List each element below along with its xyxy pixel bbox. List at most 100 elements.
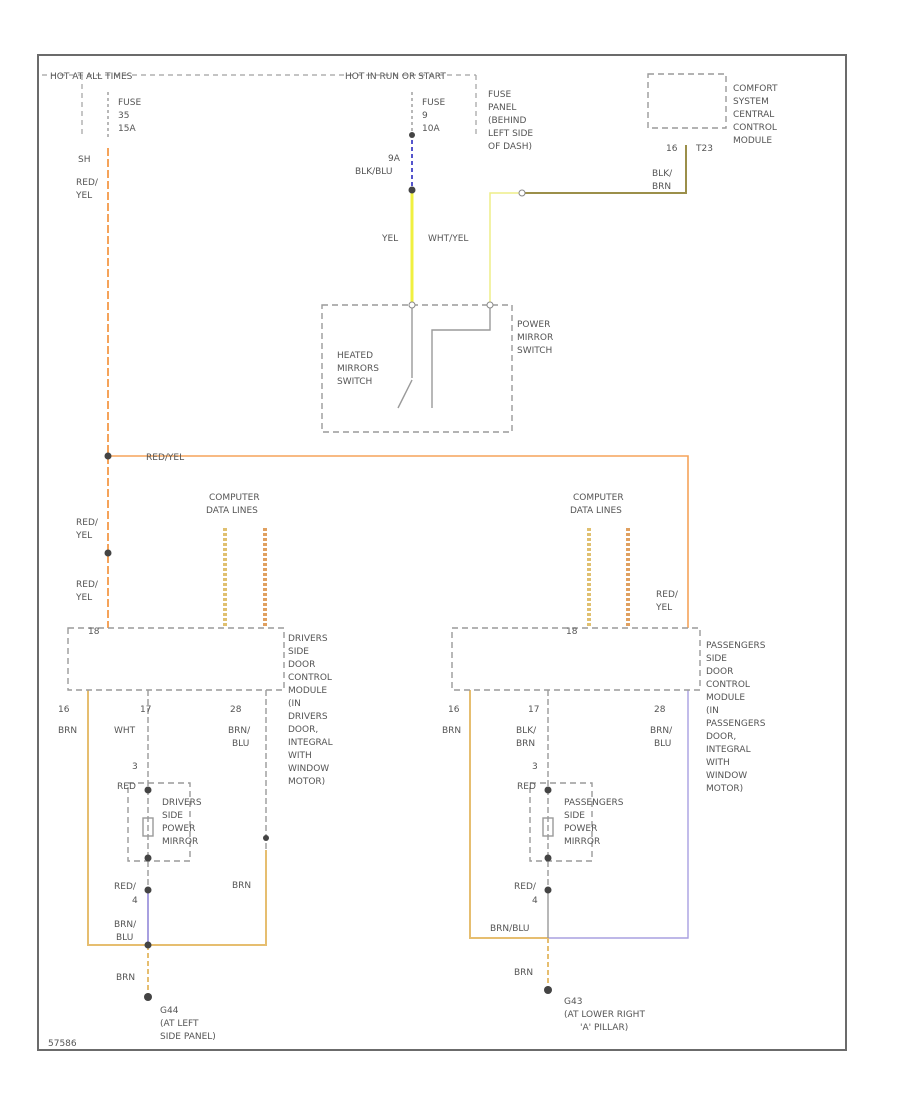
passengers-mirror-box (529, 782, 593, 862)
svg-text:CONTROL: CONTROL (288, 673, 332, 683)
fuse-panel-label: FUSE PANEL (BEHIND LEFT SIDE OF DASH) (488, 90, 533, 152)
hot-at-all-times-label: HOT AT ALL TIMES (50, 72, 133, 82)
drivers-wire-brn: BRN (58, 726, 77, 736)
svg-text:MODULE: MODULE (288, 686, 327, 696)
svg-text:MODULE: MODULE (733, 136, 772, 146)
computer-data-lines-right-label: COMPUTER DATA LINES (570, 493, 624, 516)
pass-wire-red-yel-2: YEL (655, 603, 672, 613)
gray-wires (42, 74, 549, 938)
wire-blk-brn (522, 145, 687, 194)
switch-internal (431, 305, 491, 408)
svg-text:PASSENGERS: PASSENGERS (564, 798, 624, 808)
ground-dot-g43 (544, 986, 552, 994)
svg-text:DOOR: DOOR (288, 660, 315, 670)
pass-wire-brn-gnd: BRN (514, 968, 533, 978)
drivers-wire-brn-3: BRN (232, 881, 251, 891)
wire-wht-yel-label: WHT/YEL (428, 234, 468, 244)
splice-dot (409, 132, 415, 138)
wire-pass-brn-loop (469, 690, 548, 939)
comfort-module-label: COMFORT SYSTEM CENTRAL CONTROL MODULE (733, 84, 778, 146)
svg-text:SIDE: SIDE (288, 647, 309, 657)
red-yel-bus-label: RED/YEL (146, 453, 184, 463)
pass-conn-4: 4 (532, 896, 538, 906)
power-mirror-switch-box (321, 304, 513, 433)
ground-g43-label: G43 (AT LOWER RIGHT 'A' PILLAR) (564, 997, 645, 1033)
hot-in-run-label: HOT IN RUN OR START (345, 72, 446, 82)
svg-text:DRIVERS: DRIVERS (288, 712, 328, 722)
svg-text:10A: 10A (422, 124, 440, 134)
svg-text:DRIVERS: DRIVERS (162, 798, 202, 808)
wire-red-yel-label-6: YEL (75, 593, 92, 603)
connector-pin (518, 189, 526, 197)
pass-wire-brn: BRN (442, 726, 461, 736)
svg-text:SIDE: SIDE (706, 654, 727, 664)
computer-data-lines-left-label: COMPUTER DATA LINES (206, 493, 260, 516)
svg-text:SYSTEM: SYSTEM (733, 97, 769, 107)
drivers-pin-17: 17 (140, 705, 151, 715)
wire-red-yel-label-5: RED/ (76, 580, 99, 590)
svg-text:CONTROL: CONTROL (706, 680, 750, 690)
drivers-wire-red: RED (117, 782, 136, 792)
fuse-9-label: FUSE 9 10A (422, 98, 445, 134)
svg-text:G44: G44 (160, 1006, 179, 1016)
splice-dot (263, 835, 269, 841)
power-mirror-switch-label: POWER MIRROR SWITCH (517, 320, 553, 356)
svg-text:MOTOR): MOTOR) (706, 784, 743, 794)
svg-text:DATA LINES: DATA LINES (570, 506, 622, 516)
svg-text:15A: 15A (118, 124, 136, 134)
pass-wire-blk-brn-2: BRN (516, 739, 535, 749)
drivers-wire-blu: BLU (116, 933, 133, 943)
comfort-pin-label: 16 (666, 144, 678, 154)
splice-dot (104, 452, 112, 460)
pass-wire-blk-brn-1: BLK/ (516, 726, 537, 736)
splice-dot (144, 941, 152, 949)
pass-pin-17: 17 (528, 705, 539, 715)
pass-wire-red-2: RED/ (514, 882, 537, 892)
svg-text:CENTRAL: CENTRAL (733, 110, 774, 120)
wire-pass-brn-blu-loop (548, 690, 689, 939)
svg-text:'A' PILLAR): 'A' PILLAR) (580, 1023, 628, 1033)
svg-text:DOOR,: DOOR, (706, 732, 736, 742)
wire-drivers-brn-loop (87, 690, 267, 946)
svg-text:INTEGRAL: INTEGRAL (288, 738, 333, 748)
svg-text:MIRRORS: MIRRORS (337, 364, 379, 374)
svg-text:MOTOR): MOTOR) (288, 777, 325, 787)
svg-text:CONTROL: CONTROL (733, 123, 777, 133)
splice-dot (544, 786, 552, 794)
svg-text:PASSENGERS: PASSENGERS (706, 641, 766, 651)
fuse-35-label: FUSE 35 15A (118, 98, 141, 134)
passengers-module-label: PASSENGERS SIDE DOOR CONTROL MODULE (IN … (706, 641, 766, 794)
svg-text:DOOR,: DOOR, (288, 725, 318, 735)
pass-wire-brn-blu-1: BRN/ (650, 726, 673, 736)
svg-text:(AT LEFT: (AT LEFT (160, 1019, 199, 1029)
svg-text:HEATED: HEATED (337, 351, 373, 361)
svg-text:(IN: (IN (706, 706, 719, 716)
passengers-mirror-motor-icon (542, 817, 554, 837)
svg-text:PASSENGERS: PASSENGERS (706, 719, 766, 729)
comfort-wire-label-2: BRN (652, 182, 671, 192)
svg-text:INTEGRAL: INTEGRAL (706, 745, 751, 755)
svg-text:POWER: POWER (564, 824, 597, 834)
drivers-wire-red-2: RED/ (114, 882, 137, 892)
drivers-conn-3: 3 (132, 762, 138, 772)
svg-text:SIDE: SIDE (162, 811, 183, 821)
ground-dot-g44 (144, 993, 152, 1001)
drivers-conn-4: 4 (132, 896, 138, 906)
svg-text:DATA LINES: DATA LINES (206, 506, 258, 516)
svg-text:LEFT SIDE: LEFT SIDE (488, 129, 533, 139)
svg-text:MODULE: MODULE (706, 693, 745, 703)
drivers-pin-18: 18 (88, 627, 100, 637)
wire-yel-label: YEL (381, 234, 398, 244)
svg-text:MIRROR: MIRROR (162, 837, 198, 847)
drivers-pin-28: 28 (230, 705, 242, 715)
drivers-module-label: DRIVERS SIDE DOOR CONTROL MODULE (IN DRI… (288, 634, 333, 787)
svg-text:9: 9 (422, 111, 428, 121)
splice-dot (544, 854, 552, 862)
svg-text:COMPUTER: COMPUTER (573, 493, 624, 503)
splice-dots (104, 132, 552, 1001)
pass-pin-18: 18 (566, 627, 578, 637)
svg-text:PANEL: PANEL (488, 103, 516, 113)
svg-text:WITH: WITH (706, 758, 730, 768)
svg-text:(AT LOWER RIGHT: (AT LOWER RIGHT (564, 1010, 645, 1020)
